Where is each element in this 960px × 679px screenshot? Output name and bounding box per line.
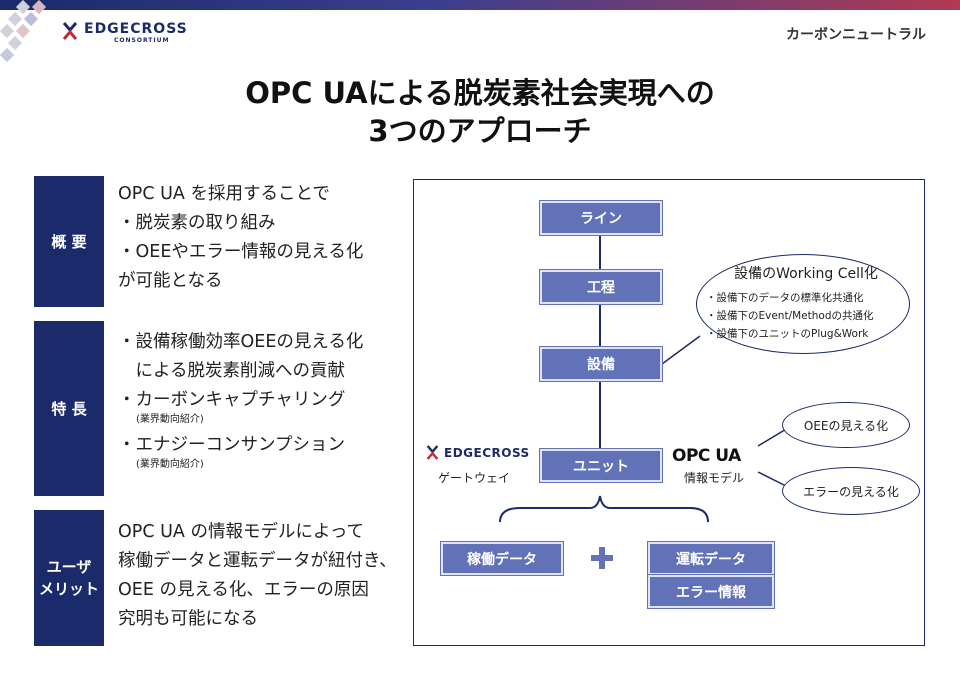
overview-line: が可能となる [118,271,223,291]
working-cell-item: ・設備下のユニットのPlug&Work [706,328,869,340]
row-text-features: ・設備稼働効率OEEの見える化 による脱炭素削減への貢献 ・カーボンキャプチャリ… [118,328,363,476]
working-cell-item: ・設備下のEvent/Methodの共通化 [706,310,874,322]
edgecross-logo: EDGECROSS CONSORTIUM [62,22,188,44]
working-cell-title: 設備のWorking Cell化 [734,266,878,282]
hierarchy-process-box: 工程 [540,270,662,304]
top-accent-bar [0,0,960,10]
working-cell-bubble [696,254,910,354]
user-merit-line: OPC UA の情報モデルによって [118,522,365,542]
features-line: ・エナジーコンサンプション [118,435,345,455]
edgecross-gateway-logo-text: EDGECROSS [444,445,530,460]
error-visibility-ellipse: エラーの見える化 [782,467,920,515]
page-title: OPC UAによる脱炭素社会実現への 3つのアプローチ [0,74,960,150]
logo-main-text: EDGECROSS [84,21,188,37]
features-line: ・カーボンキャプチャリング [118,390,346,410]
row-label-overview: 概 要 [34,176,104,307]
hierarchy-line-box: ライン [540,201,662,235]
error-info-box: エラー情報 [648,575,774,608]
row-label-features: 特 長 [34,321,104,496]
edgecross-mark-icon [62,22,78,40]
plus-icon [591,547,613,569]
title-line-2: 3つのアプローチ [368,114,592,148]
features-line: による脱炭素削減への貢献 [118,361,345,381]
row-text-user-merit: OPC UA の情報モデルによって 稼働データと運転データが紐付き、 OEE の… [118,518,397,634]
category-label: カーボンニュートラル [786,27,926,43]
features-note: (業界動向紹介) [136,414,204,425]
user-merit-line: 究明も可能になる [118,609,258,629]
user-merit-label-line: メリット [38,580,99,598]
overview-line: ・脱炭素の取り組み [118,213,276,233]
features-line: ・設備稼働効率OEEの見える化 [118,332,364,352]
user-merit-line: 稼働データと運転データが紐付き、 [118,551,397,571]
overview-line: OPC UA を採用することで [118,184,330,204]
edgecross-gateway-logo: EDGECROSS [426,445,530,460]
oee-visibility-ellipse: OEEの見える化 [782,402,910,448]
user-merit-label-line: ユーザ [46,558,92,576]
operation-data-box: 稼働データ [441,542,563,575]
opcua-logo: OPC UA [672,446,741,466]
user-merit-line: OEE の見える化、エラーの原因 [118,580,369,600]
working-cell-item: ・設備下のデータの標準化共通化 [706,292,864,304]
logo-sub-text: CONSORTIUM [114,37,170,44]
run-data-box: 運転データ [648,542,774,575]
edgecross-mark-icon [426,445,439,460]
decorative-pattern [0,0,47,63]
title-line-1: OPC UAによる脱炭素社会実現への [245,76,715,110]
row-text-overview: OPC UA を採用することで ・脱炭素の取り組み ・OEEやエラー情報の見える… [118,180,363,296]
features-note: (業界動向紹介) [136,459,204,470]
hierarchy-unit-box: ユニット [540,449,662,482]
gateway-label: ゲートウェイ [438,471,511,485]
row-label-user-merit: ユーザ メリット [34,510,104,646]
info-model-label: 情報モデル [684,471,745,485]
hierarchy-equipment-box: 設備 [540,347,662,381]
approach-diagram [413,179,925,646]
overview-line: ・OEEやエラー情報の見える化 [118,242,364,262]
